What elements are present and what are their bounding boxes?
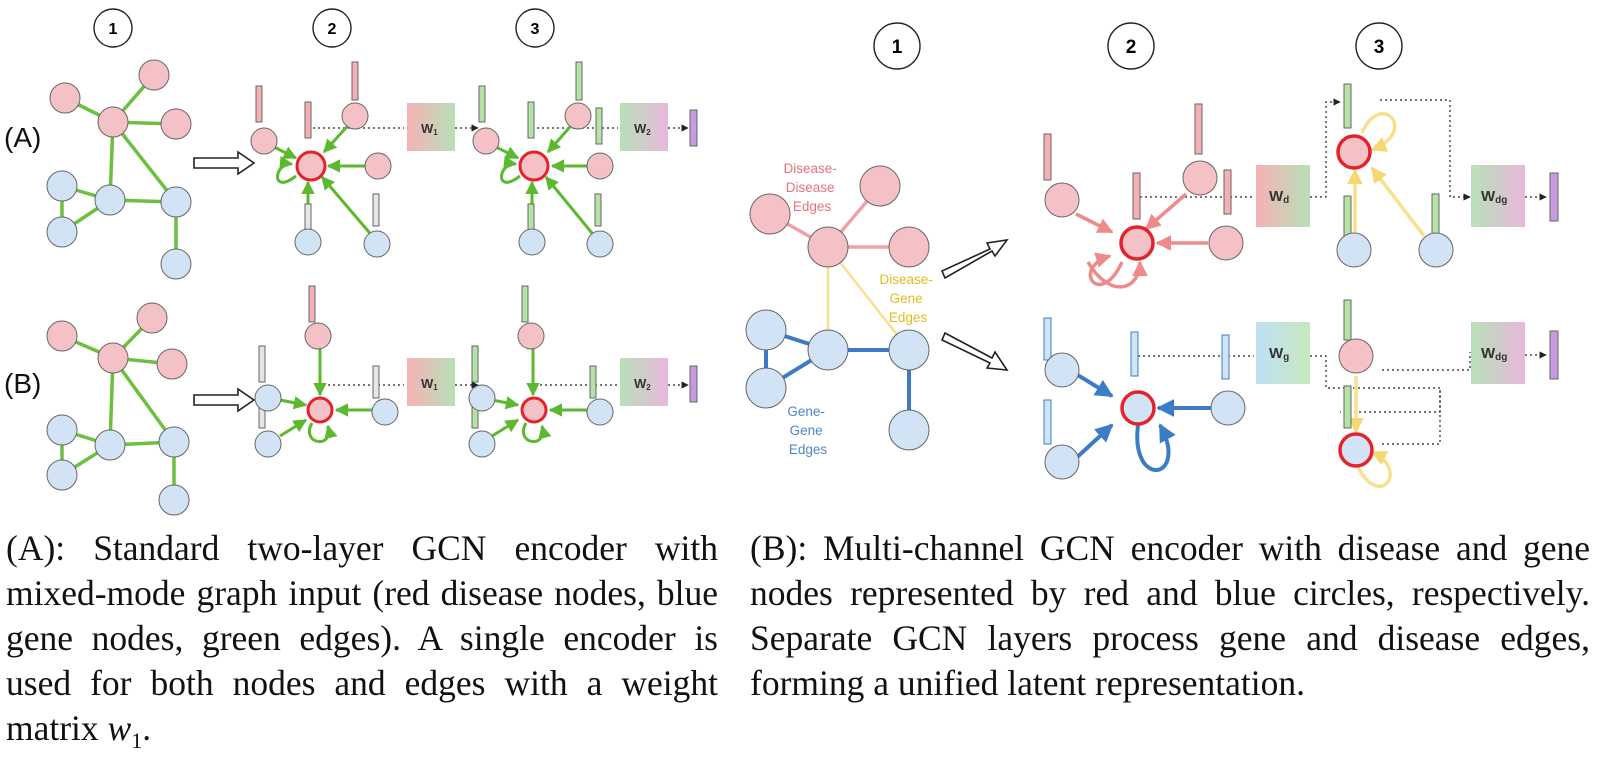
latent-output-bottom — [1549, 330, 1559, 380]
w2-label: W — [634, 121, 647, 136]
row-b-layer-2 — [468, 285, 618, 458]
wd-label: W — [1269, 188, 1284, 205]
caption-a-text: (A): Standard two-layer GCN encoder with… — [6, 528, 718, 748]
caption-a-end: . — [142, 708, 152, 748]
label-disease-disease-edges: Disease- Disease Edges — [783, 161, 840, 214]
w1-label: W — [421, 121, 434, 136]
svg-text:Wdg: Wdg — [1481, 188, 1507, 206]
row-b-arrow — [193, 387, 256, 413]
wg-label: W — [1269, 345, 1284, 362]
svg-text:W2: W2 — [634, 121, 651, 137]
caption-a-math-sub: 1 — [131, 728, 143, 754]
w2-sub-b: 2 — [646, 383, 651, 392]
weight-wdg-top — [1471, 165, 1525, 227]
svg-text:W1: W1 — [421, 121, 438, 137]
row-b-latent-output — [689, 365, 698, 403]
w1-sub-b: 1 — [433, 383, 438, 392]
wdg-sub-bottom: dg — [1495, 352, 1507, 363]
weight-wdg-bottom — [1471, 322, 1525, 384]
disease-channel-layer — [1043, 103, 1254, 289]
panel-b-input-nodes — [745, 165, 930, 451]
row-a-weight-w2 — [620, 103, 668, 151]
row-b-weight-w1 — [407, 358, 455, 406]
row-a-input-nodes — [46, 59, 192, 280]
panel-a-step-2: 2 — [328, 21, 337, 38]
wg-sub: g — [1283, 352, 1289, 363]
w1-sub: 1 — [433, 128, 438, 137]
row-a-weight-w1 — [407, 103, 455, 151]
w2-label-b: W — [634, 376, 647, 391]
row-b-layer-1 — [254, 285, 404, 458]
panel-a-step-markers: 1 2 3 — [93, 8, 555, 48]
row-a-arrow — [193, 150, 256, 176]
row-b-weight-w2 — [620, 358, 668, 406]
disease-update-layer — [1336, 83, 1454, 268]
panel-a-step-1: 1 — [109, 21, 118, 38]
wdg-sub-top: dg — [1495, 195, 1507, 206]
svg-text:Wdg: Wdg — [1481, 345, 1507, 363]
panel-b-step-markers: 1 2 3 — [873, 22, 1403, 70]
weight-wg — [1256, 322, 1310, 384]
svg-text:W2: W2 — [634, 376, 651, 392]
label-disease-gene-edges: Disease- Gene Edges — [879, 272, 936, 325]
wdg-label-bottom: W — [1481, 345, 1496, 362]
row-a-layer-2 — [472, 61, 618, 258]
row-label-b: (B) — [4, 368, 41, 399]
row-label-a: (A) — [4, 122, 41, 153]
weight-wd — [1256, 165, 1310, 227]
arrow-to-disease-channel — [940, 238, 1009, 280]
row-b-input-nodes — [46, 302, 190, 516]
panel-b-step-1: 1 — [892, 37, 903, 58]
row-a-layer-1 — [250, 61, 404, 258]
panel-b-step-3: 3 — [1374, 37, 1385, 58]
w1-label-b: W — [421, 376, 434, 391]
caption-panel-a: (A): Standard two-layer GCN encoder with… — [6, 526, 718, 763]
gene-channel-layer — [1043, 317, 1254, 480]
channel-routing — [1310, 98, 1471, 445]
svg-text:Wg: Wg — [1269, 345, 1289, 363]
wdg-label-top: W — [1481, 188, 1496, 205]
wd-sub: d — [1283, 195, 1289, 206]
panel-a-step-3: 3 — [531, 21, 540, 38]
row-a-latent-output — [689, 109, 698, 147]
gcn-encoder-figure: 1 2 3 (A) (B) — [4, 8, 1559, 516]
latent-output-top — [1549, 172, 1559, 222]
caption-a-math-var: w — [107, 708, 132, 748]
gene-update-layer — [1338, 299, 1392, 488]
caption-panel-b: (B): Multi-channel GCN encoder with dise… — [750, 528, 1590, 703]
svg-text:W1: W1 — [421, 376, 438, 392]
label-gene-gene-edges: Gene- Gene Edges — [787, 404, 828, 457]
svg-text:Wd: Wd — [1269, 188, 1289, 206]
w2-sub: 2 — [646, 128, 651, 137]
arrow-to-gene-channel — [940, 331, 1009, 371]
panel-b-step-2: 2 — [1126, 37, 1137, 58]
